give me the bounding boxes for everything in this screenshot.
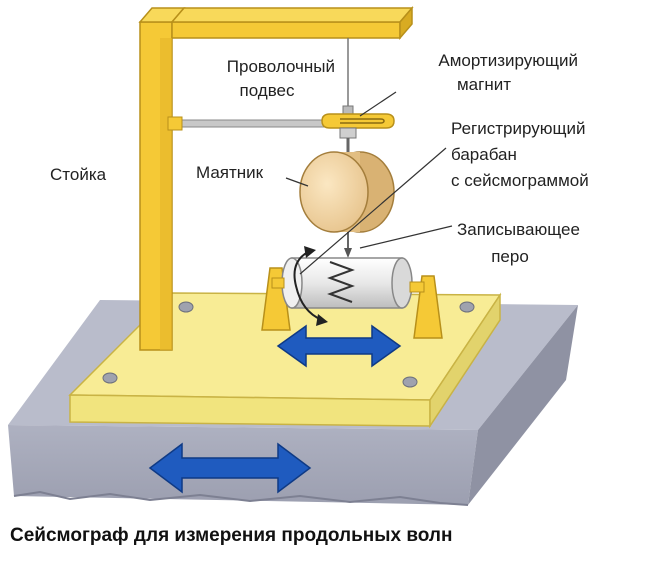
caption: Сейсмограф для измерения продольных волн xyxy=(10,525,452,546)
label-recording-drum-line2: барабан xyxy=(451,145,517,164)
leader-magnet xyxy=(359,91,397,117)
bolt-icon xyxy=(178,301,194,313)
platform-motion-arrow-icon xyxy=(276,324,402,368)
platform-side-face xyxy=(429,292,501,429)
boom-rod xyxy=(175,119,337,128)
stand-post-shading xyxy=(160,38,172,350)
recording-drum xyxy=(271,257,425,309)
platform-front-face xyxy=(69,394,431,427)
stand-beam-top-face xyxy=(170,7,414,23)
stand xyxy=(138,5,414,351)
ground-side-face xyxy=(468,305,578,505)
pen-tip xyxy=(344,248,352,258)
label-wire-suspension-line2: подвес xyxy=(239,81,295,100)
label-recording-drum-line3: с сейсмограммой xyxy=(451,171,589,190)
stand-top-beam xyxy=(171,21,401,39)
boom-arm xyxy=(167,116,337,131)
label-wire-suspension-line1: Проволочный xyxy=(227,57,335,76)
ground-rough-edge xyxy=(13,490,469,506)
ground-motion-arrow-icon xyxy=(148,442,312,494)
bolt-icon xyxy=(459,301,475,313)
label-pendulum: Маятник xyxy=(196,163,264,182)
drum-right-end xyxy=(391,257,413,309)
leader-drum xyxy=(299,147,447,275)
label-damping-magnet-line2: магнит xyxy=(457,75,511,94)
drum-left-end xyxy=(281,257,303,309)
leader-pen xyxy=(359,225,453,249)
drum-axle-left xyxy=(271,277,285,289)
magnet-plate xyxy=(339,127,357,139)
label-recording-pen-line2: перо xyxy=(491,247,529,266)
pendulum-disc-front xyxy=(299,151,369,233)
label-recording-pen-line1: Записывающее xyxy=(457,220,580,239)
damping-magnet xyxy=(321,113,395,139)
label-stand: Стойка xyxy=(50,165,107,184)
pendulum-mass xyxy=(299,151,395,233)
stand-beam-end-face xyxy=(399,5,413,41)
leader-lines xyxy=(285,91,453,275)
bolt-icon xyxy=(402,376,418,388)
bolts xyxy=(102,301,475,388)
drum-axle-right xyxy=(409,281,425,293)
label-damping-magnet-line1: Амортизирующий xyxy=(438,51,578,70)
seismogram-trace xyxy=(327,261,355,303)
label-recording-drum-line1: Регистрирующий xyxy=(451,119,585,138)
magnet-slot xyxy=(340,118,385,124)
boom-bracket xyxy=(167,116,183,131)
bolt-icon xyxy=(102,372,118,384)
leader-pendulum xyxy=(285,177,309,187)
rotation-arrow-icon xyxy=(293,246,328,326)
drum-body xyxy=(291,257,403,309)
magnet-icon xyxy=(321,113,395,129)
